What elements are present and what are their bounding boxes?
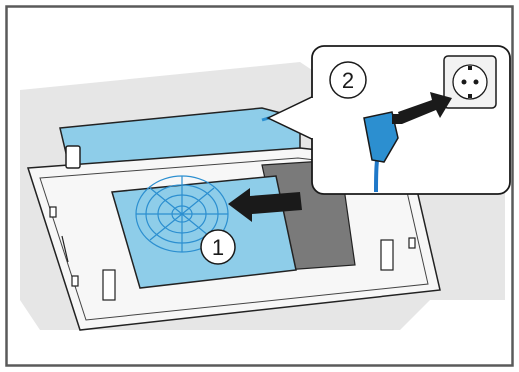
arrow-left-icon [228, 188, 302, 222]
step-2-number: 2 [342, 68, 354, 93]
appliance-panel-inner [39, 157, 429, 321]
power-plug-icon [363, 111, 402, 193]
arrow-right-icon [398, 92, 452, 124]
step-2-badge: 2 [329, 61, 367, 99]
hinge-clip [65, 145, 81, 169]
step-1-badge: 1 [200, 229, 236, 265]
wall-socket-icon [443, 55, 497, 109]
step-1-number: 1 [212, 235, 224, 260]
callout-join [311, 98, 315, 138]
panel-slots [49, 206, 416, 301]
fan-filter-icon [135, 175, 229, 253]
